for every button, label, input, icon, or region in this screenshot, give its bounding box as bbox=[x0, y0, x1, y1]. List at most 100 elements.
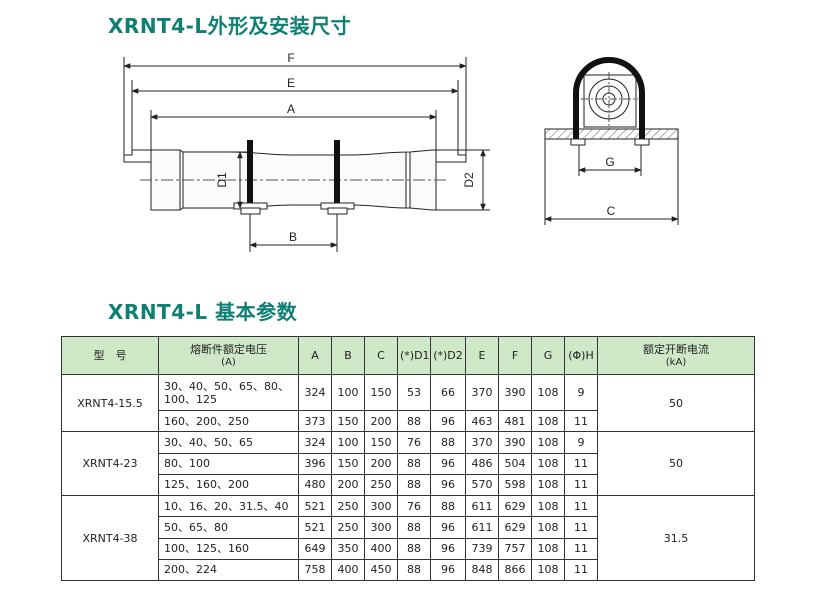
cell-d1: 88 bbox=[397, 558, 431, 582]
cell-d2: 96 bbox=[430, 516, 466, 539]
cell-f: 390 bbox=[498, 431, 532, 454]
cell-e: 370 bbox=[465, 373, 499, 412]
cell-f: 598 bbox=[498, 473, 532, 497]
cell-a: 649 bbox=[298, 537, 332, 560]
parameter-table: 型 号 熔断件额定电压(A) A B C (*)D1 (*)D2 E F G (… bbox=[61, 336, 755, 582]
end-view bbox=[544, 72, 679, 225]
cell-g: 108 bbox=[531, 431, 565, 454]
cell-h: 9 bbox=[564, 431, 598, 454]
cell-d2: 96 bbox=[430, 452, 466, 475]
cell-g: 108 bbox=[531, 558, 565, 582]
cell-a: 324 bbox=[298, 431, 332, 454]
cell-h: 11 bbox=[564, 452, 598, 475]
cell-b: 150 bbox=[331, 410, 365, 433]
dimension-drawing: F E A B D1 D2 G C bbox=[123, 51, 679, 252]
table-title: XRNT4-L 基本参数 bbox=[108, 300, 298, 324]
cell-b: 100 bbox=[331, 431, 365, 454]
cell-b: 250 bbox=[331, 516, 365, 539]
cell-b: 150 bbox=[331, 452, 365, 475]
cell-c: 150 bbox=[364, 373, 398, 412]
cell-g: 108 bbox=[531, 373, 565, 412]
cell-a: 396 bbox=[298, 452, 332, 475]
cell-e: 463 bbox=[465, 410, 499, 433]
cell-e: 370 bbox=[465, 431, 499, 454]
dim-label-d2: D2 bbox=[462, 172, 476, 188]
cell-d2: 96 bbox=[430, 410, 466, 433]
header-b: B bbox=[331, 336, 365, 375]
cell-e: 486 bbox=[465, 452, 499, 475]
dim-label-g: G bbox=[605, 155, 614, 169]
cell-d2: 96 bbox=[430, 558, 466, 582]
cell-f: 629 bbox=[498, 495, 532, 518]
header-d1: (*)D1 bbox=[397, 336, 431, 375]
drawing-title: XRNT4-L外形及安装尺寸 bbox=[108, 14, 352, 38]
cell-h: 11 bbox=[564, 495, 598, 518]
dim-label-d1: D1 bbox=[215, 172, 229, 188]
cell-f: 866 bbox=[498, 558, 532, 582]
breaking-current-cell: 50 bbox=[597, 431, 755, 497]
dim-label-e: E bbox=[287, 76, 295, 90]
cell-a: 521 bbox=[298, 516, 332, 539]
rating-cell: 10、16、20、31.5、40 bbox=[158, 495, 299, 518]
cell-g: 108 bbox=[531, 537, 565, 560]
model-cell: XRNT4-23 bbox=[61, 431, 159, 497]
cell-c: 200 bbox=[364, 410, 398, 433]
cell-d2: 88 bbox=[430, 431, 466, 454]
cell-d2: 96 bbox=[430, 537, 466, 560]
cell-h: 11 bbox=[564, 537, 598, 560]
breaking-current-cell: 50 bbox=[597, 373, 755, 433]
side-clamp-left bbox=[233, 140, 268, 215]
cell-g: 108 bbox=[531, 516, 565, 539]
header-f: F bbox=[498, 336, 532, 375]
rating-cell: 30、40、50、65、80、100、125 bbox=[158, 373, 299, 412]
cell-h: 11 bbox=[564, 558, 598, 582]
cell-d2: 88 bbox=[430, 495, 466, 518]
rating-cell: 125、160、200 bbox=[158, 473, 299, 497]
dim-label-a: A bbox=[287, 102, 295, 116]
header-e: E bbox=[465, 336, 499, 375]
breaking-current-cell: 31.5 bbox=[597, 495, 755, 581]
cell-f: 504 bbox=[498, 452, 532, 475]
cell-e: 739 bbox=[465, 537, 499, 560]
header-d2: (*)D2 bbox=[430, 336, 466, 375]
cell-f: 481 bbox=[498, 410, 532, 433]
rating-cell: 200、224 bbox=[158, 558, 299, 582]
table-header-row: 型 号 熔断件额定电压(A) A B C (*)D1 (*)D2 E F G (… bbox=[61, 336, 755, 375]
header-c: C bbox=[364, 336, 398, 375]
cell-g: 108 bbox=[531, 473, 565, 497]
cell-g: 108 bbox=[531, 495, 565, 518]
cell-a: 521 bbox=[298, 495, 332, 518]
cell-h: 11 bbox=[564, 410, 598, 433]
cell-d1: 76 bbox=[397, 431, 431, 454]
side-clamp-right bbox=[320, 140, 355, 215]
header-h: (Φ)H bbox=[564, 336, 598, 375]
cell-h: 11 bbox=[564, 516, 598, 539]
cell-e: 611 bbox=[465, 516, 499, 539]
cell-c: 250 bbox=[364, 473, 398, 497]
cell-d1: 88 bbox=[397, 537, 431, 560]
cell-b: 400 bbox=[331, 558, 365, 582]
cell-c: 150 bbox=[364, 431, 398, 454]
cell-d2: 66 bbox=[430, 373, 466, 412]
cell-e: 570 bbox=[465, 473, 499, 497]
cell-d1: 88 bbox=[397, 516, 431, 539]
cell-c: 200 bbox=[364, 452, 398, 475]
cell-h: 9 bbox=[564, 373, 598, 412]
model-cell: XRNT4-38 bbox=[61, 495, 159, 581]
cell-g: 108 bbox=[531, 410, 565, 433]
cell-a: 758 bbox=[298, 558, 332, 582]
cell-d1: 88 bbox=[397, 452, 431, 475]
rating-cell: 80、100 bbox=[158, 452, 299, 475]
cell-e: 611 bbox=[465, 495, 499, 518]
cell-f: 757 bbox=[498, 537, 532, 560]
cell-b: 250 bbox=[331, 495, 365, 518]
header-breaking-current: 额定开断电流(kA) bbox=[597, 336, 755, 375]
cell-b: 350 bbox=[331, 537, 365, 560]
cell-d1: 76 bbox=[397, 495, 431, 518]
cell-a: 324 bbox=[298, 373, 332, 412]
